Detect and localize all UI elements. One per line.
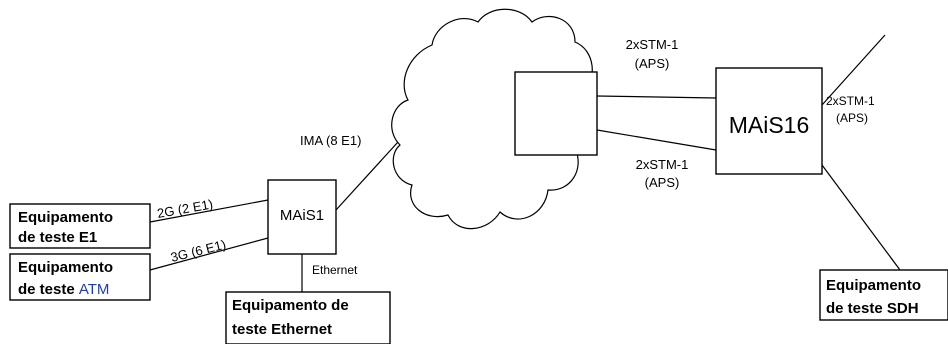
equip-ethernet-line2: teste Ethernet: [232, 321, 332, 338]
equip-sdh-box: [819, 269, 948, 321]
equip-ethernet-box: [225, 291, 391, 344]
link-mais16-sdh: [821, 164, 901, 271]
equip-atm-line2: de teste ATM: [18, 281, 109, 298]
link-e1-mais1: [149, 199, 269, 223]
cloud-router-box: [514, 71, 598, 156]
label-3g: 3G (6 E1): [169, 237, 227, 265]
label-stm-top-1: 2xSTM-1: [626, 37, 679, 52]
link-cloud-mais16-bottom: [596, 129, 717, 151]
label-2g: 2G (2 E1): [156, 196, 214, 221]
label-stm-bottom-2: (APS): [645, 175, 680, 190]
equip-sdh-line2: de teste SDH: [826, 300, 919, 317]
equip-atm-line2-prefix: de teste: [18, 281, 79, 298]
link-atm-mais1: [149, 237, 269, 271]
mais1-box: [267, 179, 337, 255]
equip-ethernet-line1: Equipamento de: [232, 297, 349, 314]
label-ima: IMA (8 E1): [300, 133, 361, 148]
equip-sdh-line1: Equipamento: [826, 277, 921, 294]
label-stm-top-2: (APS): [635, 56, 670, 71]
equip-e1-line2: de teste E1: [18, 229, 97, 246]
link-mais1-cloud: [335, 141, 399, 211]
label-stm-bottom-1: 2xSTM-1: [636, 157, 689, 172]
equip-e1-box: [9, 203, 151, 249]
link-cloud-mais16-top: [596, 95, 717, 99]
mais16-label: MAiS16: [729, 112, 810, 138]
equip-atm-line2-suffix: ATM: [79, 281, 110, 298]
equip-atm-box: [9, 253, 151, 301]
label-stm-right-2: (APS): [836, 111, 868, 125]
equip-e1-line1: Equipamento: [18, 209, 113, 226]
label-ethernet: Ethernet: [312, 263, 358, 277]
network-cloud: [391, 8, 593, 230]
mais16-box: [715, 67, 823, 175]
label-stm-right-1: 2xSTM-1: [826, 94, 875, 108]
mais1-label: MAiS1: [280, 207, 324, 224]
equip-atm-line1: Equipamento: [18, 259, 113, 276]
link-mais16-uplink: [821, 34, 886, 106]
